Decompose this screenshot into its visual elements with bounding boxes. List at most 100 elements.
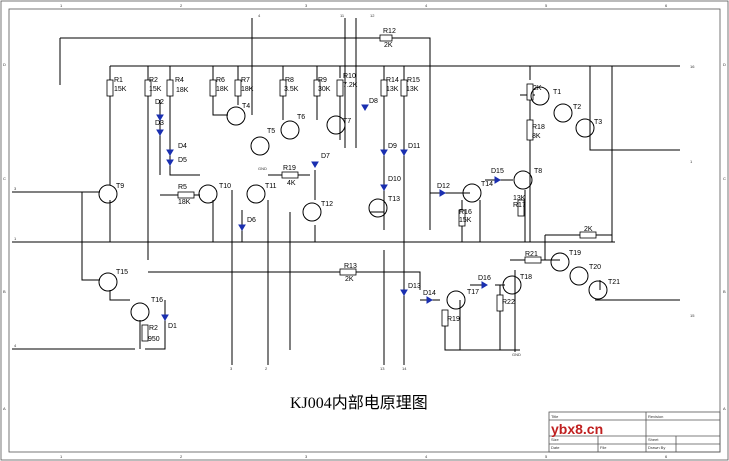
- label-d9: D9: [388, 143, 397, 150]
- transistor-t13: [368, 198, 388, 218]
- label-r4: R4: [175, 77, 184, 84]
- diode-d5: [166, 159, 174, 166]
- resistor-r8: [279, 79, 287, 97]
- transistor-t3: [575, 118, 595, 138]
- pin-4-top: 4: [258, 13, 261, 18]
- zone-letter: A: [723, 406, 726, 411]
- resistor-r18: [526, 119, 534, 141]
- label-t10: T10: [219, 183, 231, 190]
- pin-14-bottom: 14: [402, 366, 407, 371]
- zone-number: 5: [545, 454, 548, 459]
- transistor-t6: [280, 120, 300, 140]
- zone-number: 4: [425, 454, 428, 459]
- label-r15: R15: [407, 77, 420, 84]
- resistor-r19-bottom: [441, 309, 449, 327]
- resistor-r12: [379, 34, 393, 42]
- label-r17: R17: [513, 202, 526, 209]
- diode-d11: [400, 149, 408, 156]
- pin-1: 1: [690, 159, 693, 164]
- label-r5: R5: [178, 184, 187, 191]
- diode-d2: [156, 114, 164, 121]
- value-r8: 3.5K: [284, 86, 299, 93]
- label-t6: T6: [297, 114, 305, 121]
- value-r2: 15K: [149, 86, 162, 93]
- resistor-2k-right: [579, 231, 597, 239]
- zone-letter: B: [3, 289, 6, 294]
- resistor-r5: [177, 191, 195, 199]
- label-t8: T8: [534, 168, 542, 175]
- diode-d8: [361, 104, 369, 111]
- label-r14: R14: [386, 77, 399, 84]
- value-r2-bottom: 950: [148, 336, 160, 343]
- label-r9: R9: [318, 77, 327, 84]
- zone-number: 5: [545, 3, 548, 8]
- label-r12: R12: [383, 28, 396, 35]
- pin-3-left: 3: [14, 186, 17, 191]
- pin-2-bottom: 2: [265, 366, 268, 371]
- resistor-r13: [339, 268, 357, 276]
- label-r13: R13: [344, 263, 357, 270]
- pin-12-top: 12: [370, 13, 375, 18]
- value-r9: 30K: [318, 86, 331, 93]
- resistor-r6: [209, 79, 217, 97]
- zone-number: 4: [425, 3, 428, 8]
- value-r7: 18K: [241, 86, 254, 93]
- diodes: [156, 104, 501, 321]
- label-d8: D8: [369, 98, 378, 105]
- label-t1: T1: [553, 89, 561, 96]
- border-zone-numbers: 1 2 3 4 5 6 1 2 3 4 5 6: [60, 3, 668, 459]
- label-r7: R7: [241, 77, 250, 84]
- transistor-t4: [226, 106, 246, 126]
- pin-4-left: 4: [14, 343, 17, 348]
- resistor-r2: [144, 79, 152, 97]
- resistor-r22: [496, 294, 504, 312]
- inner-frame: [8, 8, 721, 453]
- label-t14: T14: [481, 181, 493, 188]
- resistor-r7: [234, 79, 242, 97]
- value-r16: 15K: [459, 217, 472, 224]
- label-t2: T2: [573, 104, 581, 111]
- diagram-title: KJ004内部电原理图: [290, 394, 428, 412]
- transistor-t18: [502, 275, 522, 295]
- transistor-t7: [326, 115, 346, 135]
- zone-number: 6: [665, 454, 668, 459]
- label-r2: R2: [149, 77, 158, 84]
- value-r4: 18K: [176, 87, 189, 94]
- resistor-r9: [313, 79, 321, 97]
- resistor-r17: [517, 199, 525, 217]
- tb-size: Size: [551, 437, 560, 442]
- label-r19-top: R19: [283, 165, 296, 172]
- resistor-top-right-2k: [526, 83, 534, 101]
- diode-d16: [481, 281, 488, 289]
- zone-number: 2: [180, 454, 183, 459]
- value-r10: 7.2K: [343, 82, 358, 89]
- label-t17: T17: [467, 289, 479, 296]
- zone-letter: C: [723, 176, 726, 181]
- diode-d7: [311, 161, 319, 168]
- label-t4: T4: [242, 103, 250, 110]
- diode-d14: [426, 296, 433, 304]
- label-t19: T19: [569, 250, 581, 257]
- transistor-t2: [553, 103, 573, 123]
- value-right-2k: 2K: [584, 226, 593, 233]
- tb-drawn-by: Drawn By: [648, 445, 665, 450]
- label-d3: D3: [155, 120, 164, 127]
- value-r17: 13K: [513, 195, 526, 202]
- transistor-t14: [462, 183, 482, 203]
- transistor-t5: [250, 136, 270, 156]
- transistor-t17: [446, 290, 466, 310]
- value-r1: 15K: [114, 86, 127, 93]
- label-t20: T20: [589, 264, 601, 271]
- transistor-t16: [130, 302, 150, 322]
- resistor-r15: [400, 79, 408, 97]
- value-r15: 13K: [406, 86, 419, 93]
- transistor-t15: [98, 272, 118, 292]
- label-r18: R18: [532, 124, 545, 131]
- value-r19-top: 4K: [287, 180, 296, 187]
- label-t7: T7: [343, 118, 351, 125]
- transistors: [98, 86, 608, 322]
- transistor-t1: [530, 86, 550, 106]
- diode-d12: [439, 189, 446, 197]
